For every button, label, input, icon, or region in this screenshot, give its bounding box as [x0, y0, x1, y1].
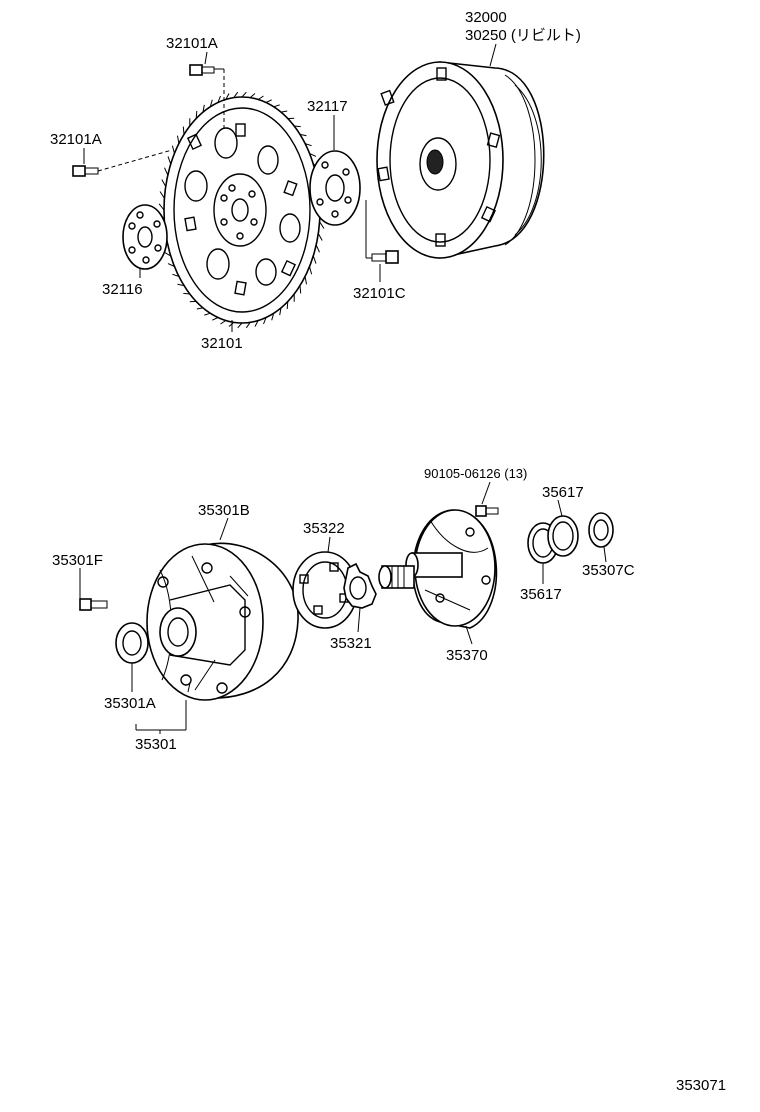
label-32116: 32116	[102, 281, 143, 298]
label-30250: 30250 (リビルト)	[465, 27, 581, 44]
label-32101a-top: 32101A	[166, 35, 218, 52]
label-32101a-left: 32101A	[50, 131, 102, 148]
oil-seal-drawing	[115, 622, 149, 664]
label-90105: 90105-06126 (13)	[424, 466, 527, 481]
label-32101: 32101	[201, 335, 243, 352]
stator-shaft-drawing	[378, 509, 498, 629]
top-leader-lines	[83, 43, 497, 332]
seal-ring-drawing-2	[547, 515, 579, 557]
label-35301: 35301	[135, 736, 177, 753]
bottom-leader-lines	[79, 481, 607, 734]
bolt-32101a-top	[189, 64, 215, 76]
label-35370: 35370	[446, 647, 488, 664]
torque-converter-drawing	[376, 61, 545, 259]
bolt-90105	[475, 505, 499, 517]
label-35617-bottom: 35617	[520, 586, 562, 603]
label-32000: 32000	[465, 9, 507, 26]
thrust-washer-drawing	[588, 512, 614, 548]
label-35301b: 35301B	[198, 502, 250, 519]
label-32101c: 32101C	[353, 285, 406, 302]
bolt-35301f	[79, 598, 108, 611]
label-32117: 32117	[307, 98, 348, 115]
pump-body-drawing	[146, 542, 299, 701]
label-35617-top: 35617	[542, 484, 584, 501]
label-35307c: 35307C	[582, 562, 635, 579]
label-35322: 35322	[303, 520, 345, 537]
ring-plate-drawing	[309, 150, 361, 226]
label-35321: 35321	[330, 635, 372, 652]
label-35301a: 35301A	[104, 695, 156, 712]
page-reference: 353071	[676, 1077, 726, 1094]
bolt-32101a-left	[72, 165, 99, 177]
bolt-32101c	[371, 250, 399, 264]
label-35301f: 35301F	[52, 552, 103, 569]
drive-plate-drawing	[122, 204, 168, 270]
drive-gear-drawing	[343, 562, 377, 609]
flywheel-drawing	[158, 91, 326, 329]
